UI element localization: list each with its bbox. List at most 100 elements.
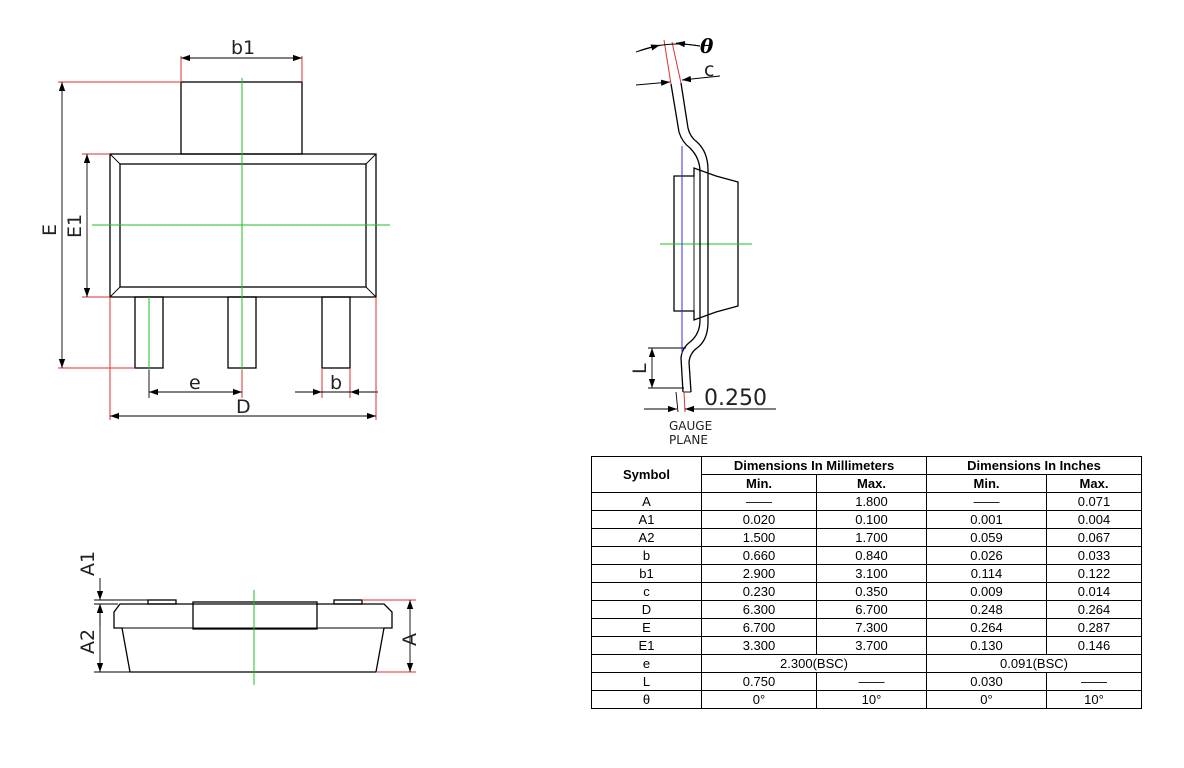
cell-in-min: 0° [926, 690, 1047, 709]
label-gauge-line1: GAUGE [669, 419, 712, 433]
header-mm-min: Min. [701, 474, 817, 493]
cell-mm-max: 6.700 [816, 600, 927, 619]
table-row: A2 1.500 1.700 0.059 0.067 [591, 528, 1142, 547]
cell-in-min: 0.059 [926, 528, 1047, 547]
cell-mm-max: 3.700 [816, 636, 927, 655]
dimensions-table: Symbol Dimensions In Millimeters Dimensi… [591, 456, 1142, 709]
label-b: b [330, 372, 342, 394]
table-row: A —— 1.800 —— 0.071 [591, 492, 1142, 511]
cell-in-min: 0.130 [926, 636, 1047, 655]
cell-mm-min: 0° [701, 690, 817, 709]
cell-mm-max: 7.300 [816, 618, 927, 637]
cell-symbol: E [591, 618, 702, 637]
label-D: D [236, 396, 251, 418]
cell-in-min: 0.001 [926, 510, 1047, 529]
label-c: c [704, 59, 714, 81]
cell-in-max: —— [1046, 672, 1142, 691]
table-row: c 0.230 0.350 0.009 0.014 [591, 582, 1142, 601]
cell-mm-max: 1.700 [816, 528, 927, 547]
label-A: A [399, 633, 421, 646]
front-tab [192, 601, 318, 630]
label-E: E [39, 224, 61, 236]
label-gauge-value: 0.250 [704, 386, 767, 411]
cell-mm-max: —— [816, 672, 927, 691]
cell-in-max: 10° [1046, 690, 1142, 709]
cell-mm-min: —— [701, 492, 817, 511]
table-row: θ 0° 10° 0° 10° [591, 690, 1142, 709]
cell-in-max: 0.071 [1046, 492, 1142, 511]
cell-mm-max: 0.840 [816, 546, 927, 565]
table-row: E 6.700 7.300 0.264 0.287 [591, 618, 1142, 637]
table-row: L 0.750 —— 0.030 —— [591, 672, 1142, 691]
cell-in-bsc: 0.091(BSC) [926, 654, 1142, 673]
cell-mm-min: 3.300 [701, 636, 817, 655]
cell-in-max: 0.004 [1046, 510, 1142, 529]
front-view: A1 A2 A [77, 551, 421, 685]
label-A1: A1 [77, 551, 99, 576]
header-in-min: Min. [926, 474, 1047, 493]
header-symbol: Symbol [591, 456, 702, 493]
cell-in-max: 0.264 [1046, 600, 1142, 619]
cell-mm-min: 2.900 [701, 564, 817, 583]
label-b1: b1 [231, 37, 255, 59]
cell-in-min: 0.264 [926, 618, 1047, 637]
table-row: E1 3.300 3.700 0.130 0.146 [591, 636, 1142, 655]
header-inches: Dimensions In Inches [926, 456, 1142, 475]
side-view: θ c L 0.250 GAUGE PLANE [629, 34, 776, 447]
cell-mm-max: 3.100 [816, 564, 927, 583]
cell-in-max: 0.033 [1046, 546, 1142, 565]
side-lead [670, 83, 701, 393]
cell-mm-min: 0.020 [701, 510, 817, 529]
cell-symbol: A [591, 492, 702, 511]
cell-symbol: A1 [591, 510, 702, 529]
label-E1: E1 [64, 214, 86, 238]
front-body [113, 603, 393, 673]
label-L: L [629, 363, 651, 374]
cell-in-min: 0.009 [926, 582, 1047, 601]
cell-in-max: 0.122 [1046, 564, 1142, 583]
cell-in-max: 0.146 [1046, 636, 1142, 655]
table-row: D 6.300 6.700 0.248 0.264 [591, 600, 1142, 619]
table-row: b1 2.900 3.100 0.114 0.122 [591, 564, 1142, 583]
cell-mm-min: 6.300 [701, 600, 817, 619]
cell-symbol: E1 [591, 636, 702, 655]
cell-mm-min: 1.500 [701, 528, 817, 547]
table-row: b 0.660 0.840 0.026 0.033 [591, 546, 1142, 565]
cell-mm-min: 0.660 [701, 546, 817, 565]
label-theta: θ [700, 34, 714, 58]
cell-mm-max: 10° [816, 690, 927, 709]
cell-symbol: c [591, 582, 702, 601]
cell-in-min: 0.030 [926, 672, 1047, 691]
cell-in-max: 0.014 [1046, 582, 1142, 601]
side-body [673, 167, 739, 321]
cell-symbol: A2 [591, 528, 702, 547]
table-row: e 2.300(BSC) 0.091(BSC) [591, 654, 1142, 673]
label-A2: A2 [77, 629, 99, 654]
cell-in-max: 0.287 [1046, 618, 1142, 637]
cell-symbol: D [591, 600, 702, 619]
cell-in-min: 0.026 [926, 546, 1047, 565]
header-mm-max: Max. [816, 474, 927, 493]
cell-mm-max: 0.350 [816, 582, 927, 601]
cell-in-min: 0.248 [926, 600, 1047, 619]
cell-mm-min: 6.700 [701, 618, 817, 637]
cell-symbol: L [591, 672, 702, 691]
header-in-max: Max. [1046, 474, 1142, 493]
cell-mm-min: 0.230 [701, 582, 817, 601]
cell-symbol: b [591, 546, 702, 565]
cell-symbol: b1 [591, 564, 702, 583]
cell-in-min: —— [926, 492, 1047, 511]
cell-mm-max: 1.800 [816, 492, 927, 511]
cell-in-max: 0.067 [1046, 528, 1142, 547]
cell-symbol: θ [591, 690, 702, 709]
cell-mm-max: 0.100 [816, 510, 927, 529]
table-row: A1 0.020 0.100 0.001 0.004 [591, 510, 1142, 529]
cell-in-min: 0.114 [926, 564, 1047, 583]
top-view: b1 E E1 e b D [39, 37, 390, 420]
cell-mm-bsc: 2.300(BSC) [701, 654, 927, 673]
cell-mm-min: 0.750 [701, 672, 817, 691]
header-millimeters: Dimensions In Millimeters [701, 456, 927, 475]
label-e: e [189, 372, 201, 394]
label-gauge-line2: PLANE [669, 433, 708, 447]
